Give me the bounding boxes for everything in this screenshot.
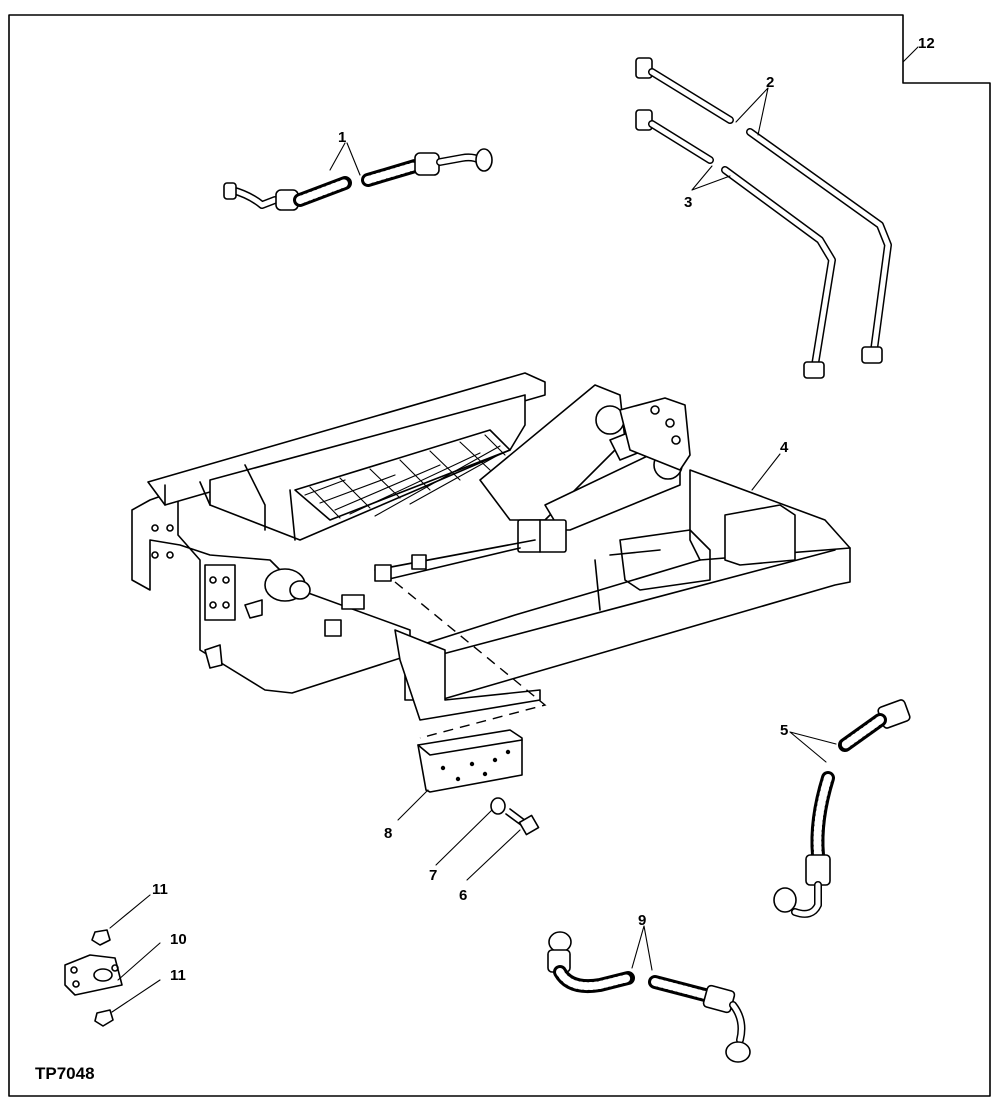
callout-11-lower: 11 (170, 967, 186, 984)
callout-3: 3 (684, 194, 692, 211)
page-frame (8, 14, 991, 1097)
callout-5: 5 (780, 722, 788, 739)
mesh-grille (294, 429, 511, 521)
callout-2: 2 (766, 74, 774, 91)
callout-11-upper: 11 (152, 881, 168, 898)
bracket-8 (417, 729, 523, 793)
tube-pair-3 (635, 109, 836, 379)
washer-7 (490, 797, 506, 815)
tube-pair-2 (635, 57, 892, 364)
nut-11-upper (91, 929, 111, 946)
mount-10 (64, 954, 123, 996)
callout-1: 1 (338, 129, 346, 146)
callout-6: 6 (459, 887, 467, 904)
callout-10: 10 (170, 931, 187, 948)
callout-12: 12 (918, 35, 935, 52)
hose-assembly-5 (773, 699, 911, 918)
nut-11-lower (94, 1009, 114, 1027)
assembly-guide-line (394, 581, 547, 739)
main-frame-4 (131, 372, 851, 721)
figure-id: TP7048 (35, 1064, 95, 1083)
hose-assembly-9 (547, 931, 751, 1063)
callout-8: 8 (384, 825, 392, 842)
callout-4: 4 (780, 439, 789, 456)
leader-lines (109, 46, 919, 1013)
bolt-6 (505, 808, 540, 836)
callout-7: 7 (429, 867, 437, 884)
callout-9: 9 (638, 912, 646, 929)
hose-assembly-1 (223, 148, 493, 211)
